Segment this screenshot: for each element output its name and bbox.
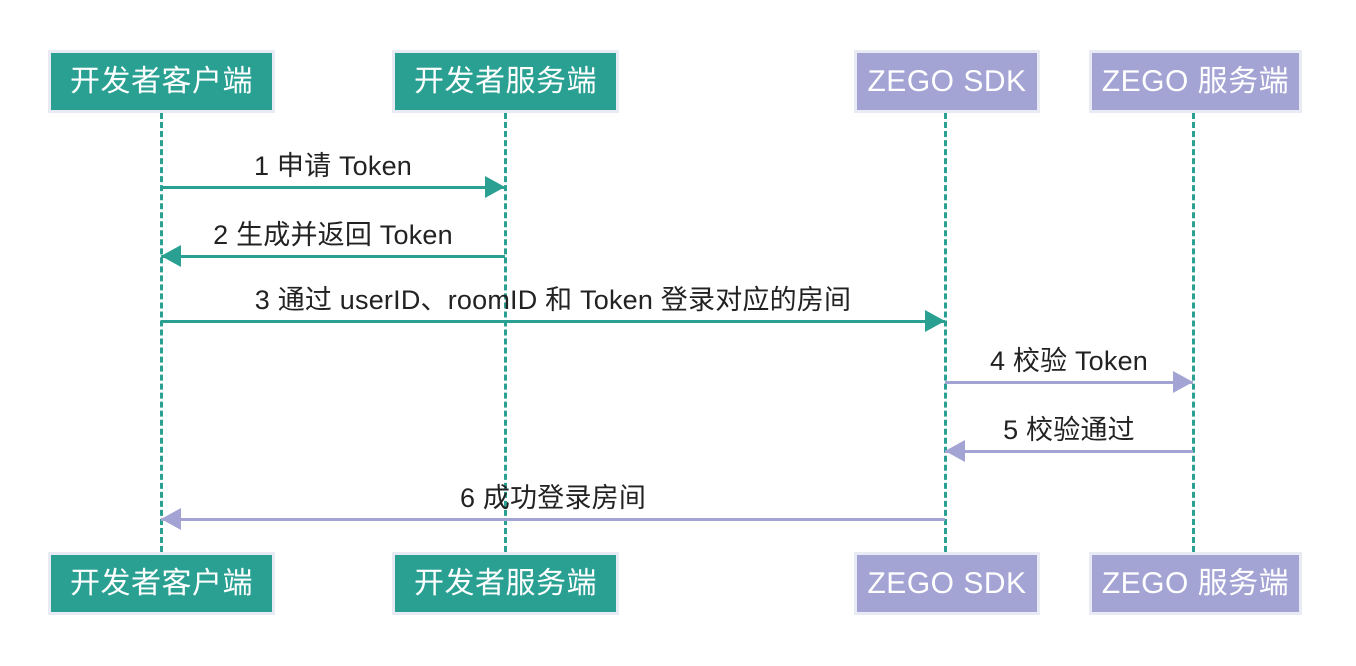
lifeline-dev-server <box>504 113 507 552</box>
message-line-3 <box>161 320 945 323</box>
message-line-4 <box>945 381 1193 384</box>
message-line-6 <box>161 518 945 521</box>
participant-top-dev-client[interactable]: 开发者客户端 <box>48 50 275 113</box>
message-label-2: 2 生成并返回 Token <box>213 220 453 250</box>
participant-top-dev-server[interactable]: 开发者服务端 <box>392 50 619 113</box>
message-label-6: 6 成功登录房间 <box>459 483 647 513</box>
message-label-5: 5 校验通过 <box>1003 415 1135 445</box>
message-line-1 <box>161 186 505 189</box>
participant-bottom-dev-server[interactable]: 开发者服务端 <box>392 552 619 615</box>
participant-bottom-zego-sdk[interactable]: ZEGO SDK <box>854 552 1040 615</box>
arrowhead-right-3 <box>925 310 945 332</box>
arrowhead-right-1 <box>485 176 505 198</box>
arrowhead-right-4 <box>1173 371 1193 393</box>
message-line-2 <box>161 255 505 258</box>
lifeline-dev-client <box>160 113 163 552</box>
message-label-3: 3 通过 userID、roomID 和 Token 登录对应的房间 <box>254 285 852 315</box>
arrowhead-left-2 <box>161 245 181 267</box>
message-label-4: 4 校验 Token <box>989 346 1149 376</box>
message-label-1: 1 申请 Token <box>253 151 413 181</box>
lifeline-zego-sdk <box>944 113 947 552</box>
participant-bottom-zego-server[interactable]: ZEGO 服务端 <box>1089 552 1302 615</box>
arrowhead-left-5 <box>945 440 965 462</box>
participant-bottom-dev-client[interactable]: 开发者客户端 <box>48 552 275 615</box>
lifeline-zego-server <box>1192 113 1195 552</box>
participant-top-zego-server[interactable]: ZEGO 服务端 <box>1089 50 1302 113</box>
participant-top-zego-sdk[interactable]: ZEGO SDK <box>854 50 1040 113</box>
arrowhead-left-6 <box>161 508 181 530</box>
message-line-5 <box>945 450 1193 453</box>
